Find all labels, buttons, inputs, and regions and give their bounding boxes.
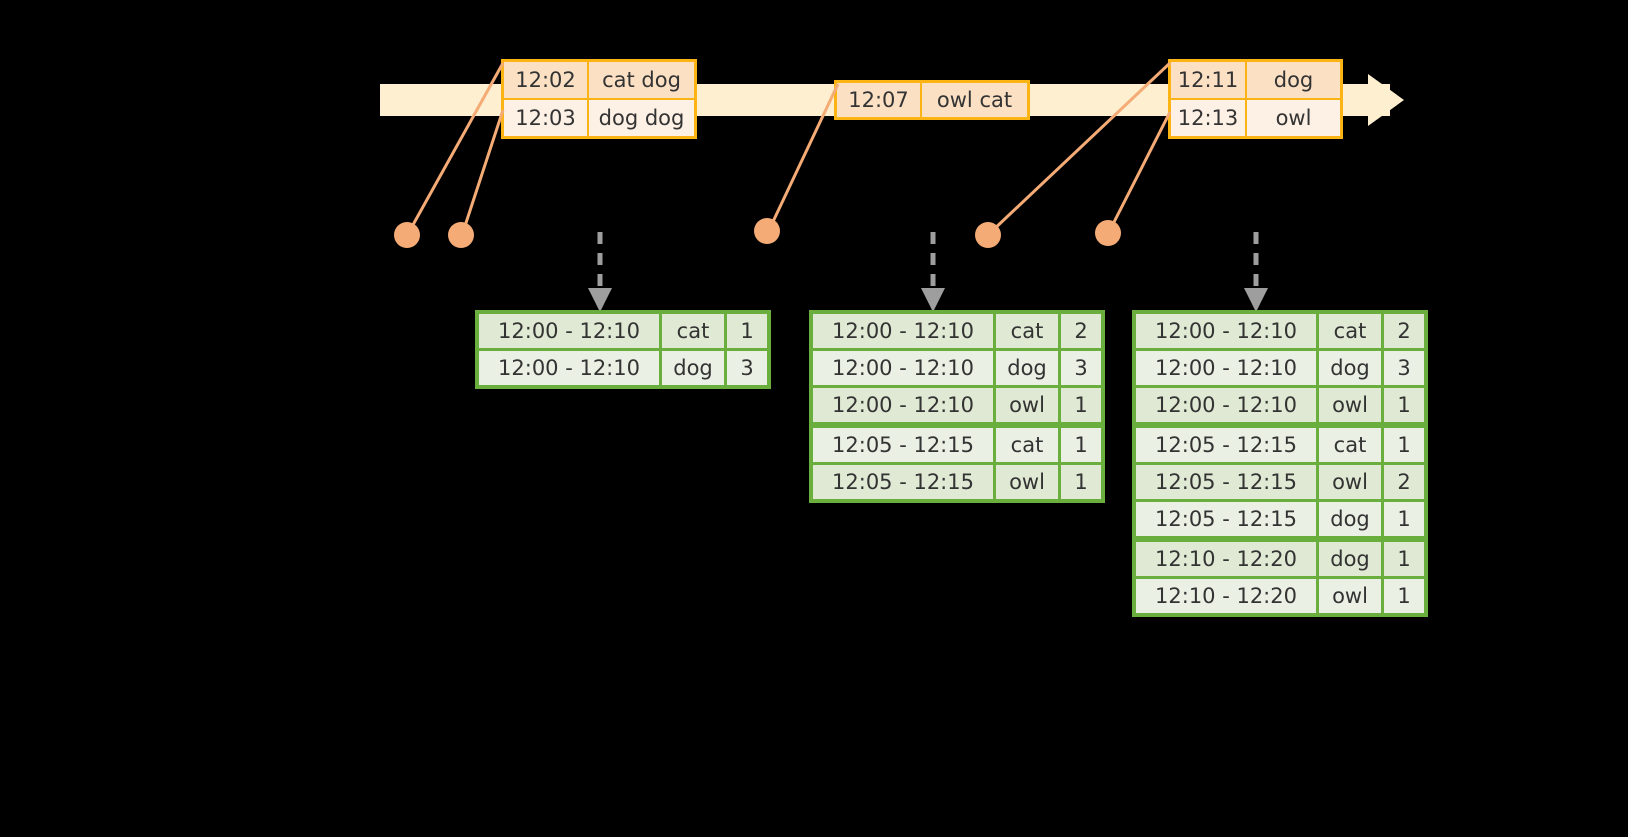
event-words: owl <box>1247 100 1340 136</box>
event-time: 12:02 <box>504 62 589 98</box>
cell-count: 1 <box>1384 579 1424 613</box>
cell-window: 12:00 - 12:10 <box>479 314 662 351</box>
cell-window: 12:00 - 12:10 <box>813 388 996 428</box>
cell-word: owl <box>996 388 1061 428</box>
event-row: 12:11 dog <box>1171 62 1340 98</box>
cell-count: 1 <box>1384 542 1424 579</box>
cell-word: dog <box>662 351 727 385</box>
cell-window: 12:05 - 12:15 <box>1136 502 1319 542</box>
cell-word: dog <box>996 351 1061 388</box>
cell-word: cat <box>1319 314 1384 351</box>
event-box-group-1[interactable]: 12:07 owl cat <box>834 80 1030 120</box>
cell-window: 12:00 - 12:10 <box>813 351 996 388</box>
cell-word: cat <box>662 314 727 351</box>
cell-window: 12:10 - 12:20 <box>1136 542 1319 579</box>
event-time: 12:13 <box>1171 100 1247 136</box>
cell-window: 12:05 - 12:15 <box>1136 465 1319 502</box>
cell-count: 1 <box>1061 428 1101 465</box>
cell-word: cat <box>996 428 1061 465</box>
cell-word: owl <box>996 465 1061 499</box>
event-box-group-0[interactable]: 12:02 cat dog 12:03 dog dog <box>501 59 697 139</box>
cell-count: 1 <box>727 314 767 351</box>
cell-count: 2 <box>1384 465 1424 502</box>
leader-line-2 <box>461 109 505 233</box>
cell-count: 2 <box>1384 314 1424 351</box>
cell-word: dog <box>1319 542 1384 579</box>
cell-count: 1 <box>1384 388 1424 428</box>
cell-count: 1 <box>1384 502 1424 542</box>
event-words: dog <box>1247 62 1340 98</box>
cell-window: 12:00 - 12:10 <box>1136 388 1319 428</box>
event-marker-dot[interactable] <box>448 222 474 248</box>
event-row: 12:02 cat dog <box>504 62 694 98</box>
event-row: 12:03 dog dog <box>504 98 694 136</box>
event-words: dog dog <box>589 100 694 136</box>
cell-count: 2 <box>1061 314 1101 351</box>
cell-count: 3 <box>1061 351 1101 388</box>
cell-window: 12:05 - 12:15 <box>1136 428 1319 465</box>
cell-count: 3 <box>727 351 767 385</box>
timeline-arrowhead <box>1368 74 1404 126</box>
event-row: 12:07 owl cat <box>837 83 1027 117</box>
event-time: 12:11 <box>1171 62 1247 98</box>
cell-window: 12:05 - 12:15 <box>813 428 996 465</box>
cell-window: 12:00 - 12:10 <box>1136 314 1319 351</box>
cell-count: 1 <box>1384 428 1424 465</box>
event-time: 12:03 <box>504 100 589 136</box>
leader-line-5 <box>1108 111 1172 231</box>
cell-count: 1 <box>1061 465 1101 499</box>
flow-arrow-2 <box>921 232 945 312</box>
event-marker-dot[interactable] <box>1095 220 1121 246</box>
cell-word: cat <box>1319 428 1384 465</box>
event-words: owl cat <box>922 83 1027 117</box>
cell-window: 12:00 - 12:10 <box>813 314 996 351</box>
cell-word: owl <box>1319 465 1384 502</box>
cell-window: 12:00 - 12:10 <box>1136 351 1319 388</box>
cell-word: dog <box>1319 502 1384 542</box>
flow-arrow-1 <box>588 232 612 312</box>
cell-count: 1 <box>1061 388 1101 428</box>
cell-window: 12:00 - 12:10 <box>479 351 662 385</box>
cell-word: cat <box>996 314 1061 351</box>
event-time: 12:07 <box>837 83 922 117</box>
cell-window: 12:10 - 12:20 <box>1136 579 1319 613</box>
event-row: 12:13 owl <box>1171 98 1340 136</box>
event-marker-dot[interactable] <box>394 222 420 248</box>
cell-word: owl <box>1319 388 1384 428</box>
event-marker-dot[interactable] <box>975 222 1001 248</box>
cell-count: 3 <box>1384 351 1424 388</box>
flow-arrow-3 <box>1244 232 1268 312</box>
cell-window: 12:05 - 12:15 <box>813 465 996 499</box>
event-words: cat dog <box>589 62 694 98</box>
event-marker-dot[interactable] <box>754 218 780 244</box>
event-box-group-2[interactable]: 12:11 dog 12:13 owl <box>1168 59 1343 139</box>
cell-word: owl <box>1319 579 1384 613</box>
cell-word: dog <box>1319 351 1384 388</box>
